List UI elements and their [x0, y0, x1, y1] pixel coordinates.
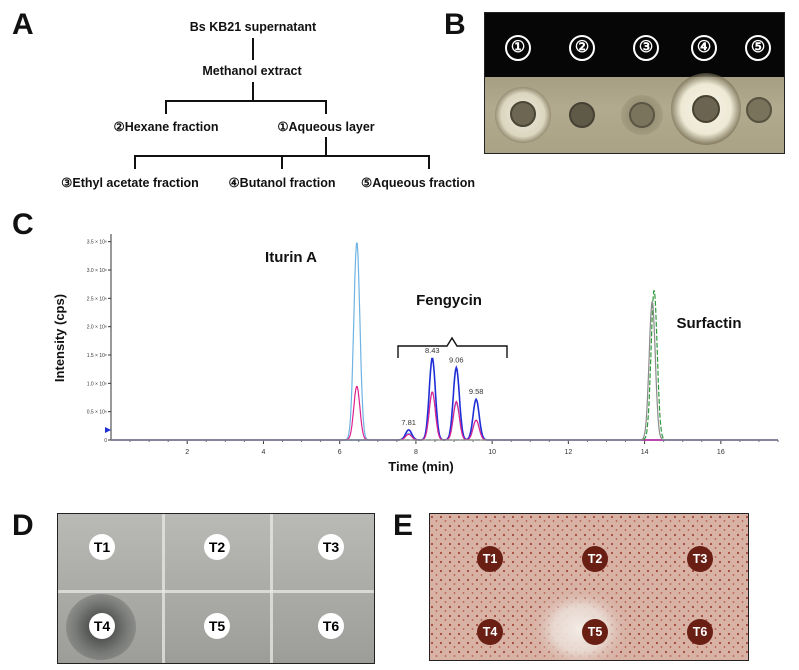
annotation-fengycin: Fengycin: [416, 292, 482, 309]
panel-label-a: A: [12, 8, 34, 41]
y-tick-label: 2.0 × 10⁶: [87, 325, 107, 331]
lc-ms-chromatogram: 2 4 6 8 10 12 14 16 0 0.5 × 10⁶ 1.0 × 10⁶ 1.5 × 10⁶…: [52, 234, 779, 474]
node-methanol-extract: Methanol extract: [202, 64, 302, 78]
tree-connector: [165, 100, 167, 114]
hemolysis-plate-photo: T1 T2 T3 T4 T5 T6: [57, 513, 375, 664]
panel-label-b: B: [444, 8, 466, 41]
peak-label: 9.58: [469, 387, 484, 396]
node-hexane-fraction: ②Hexane fraction: [113, 120, 219, 134]
tree-connector: [325, 137, 327, 157]
x-tick-label: 8: [414, 449, 418, 456]
series-line-5: [111, 301, 778, 441]
spot-label-t3: T3: [687, 546, 713, 572]
x-tick-label: 2: [185, 449, 189, 456]
y-tick-label: 1.0 × 10⁶: [87, 381, 107, 387]
spot-label-t4: T4: [477, 619, 503, 645]
y-tick-label: 3.0 × 10⁶: [87, 268, 107, 274]
y-tick-label: 0.5 × 10⁶: [87, 410, 107, 416]
x-tick-label: 14: [641, 449, 649, 456]
x-tick-label: 6: [338, 449, 342, 456]
panel-label-d: D: [12, 509, 34, 542]
y-axis-label: Intensity (cps): [52, 294, 67, 382]
x-tick-label: 4: [262, 449, 266, 456]
panel-label-e: E: [393, 509, 414, 542]
series-line-4: [111, 290, 778, 441]
spot-label-t3: T3: [318, 534, 344, 560]
well-2: [569, 102, 595, 128]
well-5: [746, 97, 772, 123]
y-tick-label: 2.5 × 10⁶: [87, 296, 107, 302]
panel-label-c: C: [12, 208, 34, 241]
agar-surface: [485, 73, 784, 153]
fraction-label-5: ⑤: [745, 35, 771, 61]
spot-label-t5: T5: [582, 619, 608, 645]
tree-connector: [428, 155, 430, 169]
well-3: [629, 102, 655, 128]
y-tick-label: 3.5 × 10⁶: [87, 240, 107, 246]
node-aqueous-fraction: ⑤Aqueous fraction: [361, 176, 475, 190]
peak-label: 7.81: [401, 418, 416, 427]
series-line-1: [111, 242, 778, 441]
spot-label-t6: T6: [318, 613, 344, 639]
x-tick-label: 10: [488, 449, 496, 456]
tree-connector: [134, 155, 136, 169]
series-line-2: [111, 357, 778, 441]
grid-line: [270, 514, 273, 663]
baseline-marker: [105, 427, 111, 433]
tree-connector: [252, 82, 254, 100]
panel-a: A Bs KB21 supernatant Methanol extract ②…: [0, 0, 475, 200]
annotation-iturin-a: Iturin A: [265, 249, 317, 266]
spot-label-t2: T2: [204, 534, 230, 560]
node-ethyl-acetate-fraction: ③Ethyl acetate fraction: [61, 176, 199, 190]
tree-connector: [252, 38, 254, 60]
node-aqueous-layer: ①Aqueous layer: [277, 120, 375, 134]
series-line-3: [111, 386, 778, 441]
x-tick-label: 12: [564, 449, 572, 456]
tree-connector: [281, 155, 283, 169]
fengycin-bracket: [397, 336, 508, 358]
grid-line: [162, 514, 165, 663]
spot-label-t1: T1: [477, 546, 503, 572]
spot-label-t4: T4: [89, 613, 115, 639]
fraction-label-3: ③: [633, 35, 659, 61]
peak-label: 8.43: [425, 346, 440, 355]
grid-line: [58, 590, 374, 593]
fraction-label-2: ②: [569, 35, 595, 61]
inhibition-plate-photo: ① ② ③ ④ ⑤: [484, 12, 785, 154]
x-axis-label: Time (min): [388, 459, 454, 474]
spot-label-t2: T2: [582, 546, 608, 572]
y-tick-label: 0: [104, 438, 107, 444]
spot-label-t5: T5: [204, 613, 230, 639]
stained-plate-photo: T1 T2 T3 T4 T5 T6: [429, 513, 749, 661]
spot-label-t1: T1: [89, 534, 115, 560]
fraction-label-4: ④: [691, 35, 717, 61]
node-supernatant: Bs KB21 supernatant: [189, 20, 317, 34]
node-butanol-fraction: ④Butanol fraction: [228, 176, 336, 190]
peak-label: 9.06: [449, 355, 464, 364]
tree-connector: [325, 100, 327, 114]
well-4: [692, 95, 720, 123]
y-tick-label: 1.5 × 10⁶: [87, 353, 107, 359]
x-tick-label: 16: [717, 449, 725, 456]
well-1: [510, 101, 536, 127]
fraction-label-1: ①: [505, 35, 531, 61]
spot-label-t6: T6: [687, 619, 713, 645]
annotation-surfactin: Surfactin: [676, 315, 741, 332]
tree-connector: [165, 100, 327, 102]
